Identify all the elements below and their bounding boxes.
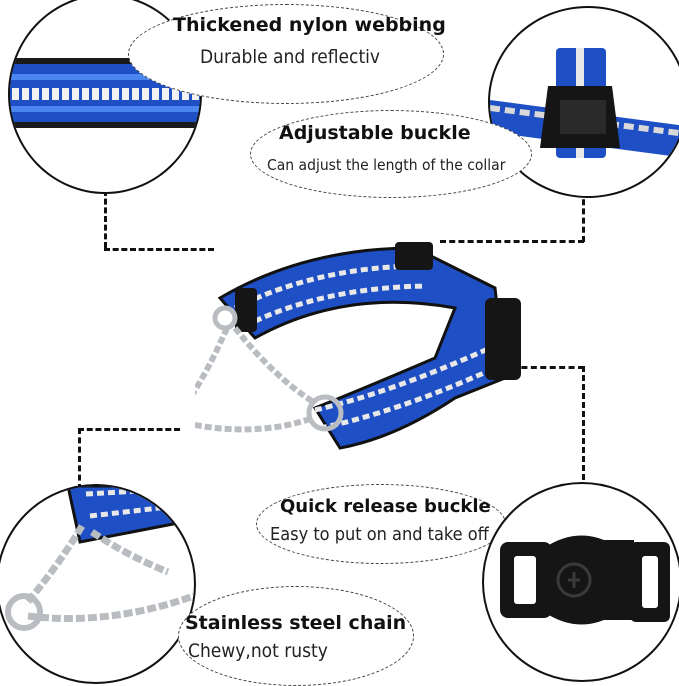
reflective-stripe-segment	[12, 88, 19, 100]
adjustable-subtitle: Can adjust the length of the collar	[267, 156, 506, 174]
reflective-stripe-segment	[32, 88, 39, 100]
reflective-stripe-segment	[62, 88, 69, 100]
reflective-stripe-segment	[82, 88, 89, 100]
connector-line	[512, 366, 584, 369]
chain-subtitle: Chewy,not rusty	[188, 640, 328, 662]
chain-title: Stainless steel chain	[185, 612, 407, 634]
connector-line	[78, 428, 180, 431]
reflective-stripe-segment	[152, 88, 159, 100]
quick-release-subtitle: Easy to put on and take off	[270, 524, 489, 545]
webbing-subtitle: Durable and reflectiv	[200, 46, 381, 68]
reflective-stripe-segment	[142, 88, 149, 100]
reflective-stripe-segment	[132, 88, 139, 100]
adjustable-label-bubble	[250, 110, 532, 198]
connector-line	[104, 248, 214, 251]
reflective-stripe-segment	[92, 88, 99, 100]
quick-release-buckle-image	[482, 482, 679, 682]
adjustable-buckle-image	[488, 6, 679, 198]
reflective-stripe-segment	[22, 88, 29, 100]
chain-detail-image	[0, 484, 196, 684]
reflective-stripe-segment	[182, 88, 189, 100]
connector-line	[78, 428, 81, 490]
webbing-label-bubble	[128, 4, 444, 104]
reflective-stripe-segment	[102, 88, 109, 100]
connector-line	[440, 240, 584, 243]
reflective-stripe-segment	[52, 88, 59, 100]
reflective-stripe-segment	[162, 88, 169, 100]
collar-main-image	[195, 242, 521, 450]
reflective-stripe-segment	[112, 88, 119, 100]
connector-line	[582, 366, 585, 480]
webbing-title: Thickened nylon webbing	[173, 14, 446, 36]
adjustable-title: Adjustable buckle	[279, 122, 471, 144]
quick-release-title: Quick release buckle	[280, 496, 491, 517]
connector-line	[104, 190, 107, 248]
reflective-stripe-segment	[122, 88, 129, 100]
reflective-stripe-segment	[42, 88, 49, 100]
reflective-stripe-segment	[172, 88, 179, 100]
chain-label-bubble	[178, 586, 414, 686]
reflective-stripe-segment	[72, 88, 79, 100]
webbing-detail-image	[8, 0, 202, 194]
quick-release-label-bubble	[256, 484, 506, 564]
connector-line	[582, 190, 585, 242]
